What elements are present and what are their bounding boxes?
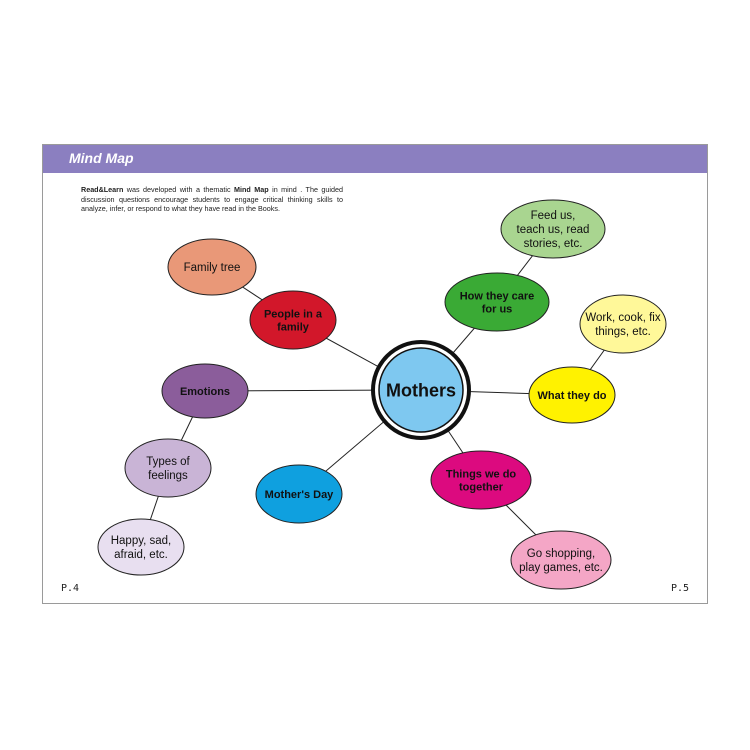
page-number-right: P.5 (670, 583, 689, 594)
node-mothers: Mothers (371, 340, 471, 440)
work-cook-label-0: Work, cook, fix (585, 312, 660, 324)
center-label-0: Mothers (386, 380, 456, 400)
how-they-care-label-0: How they care (460, 290, 535, 302)
node-happy-sad: Happy, sad, afraid, etc. (97, 518, 185, 576)
intro-highlight: Mind Map (234, 185, 269, 194)
go-shopping-bubble (510, 530, 612, 590)
things-we-do-bubble (430, 450, 532, 510)
emotions-label-0: Emotions (180, 386, 230, 398)
what-they-do-bubble (528, 366, 616, 424)
people-in-family-label-1: family (277, 321, 310, 333)
how-they-care-label-1: for us (482, 303, 513, 315)
feed-us-label-0: Feed us, (531, 210, 576, 222)
things-we-do-label-0: Things we do (446, 468, 517, 480)
node-go-shopping: Go shopping, play games, etc. (510, 530, 612, 590)
things-we-do-label-1: together (459, 481, 504, 493)
happy-sad-bubble (97, 518, 185, 576)
feed-us-bubble (500, 199, 606, 259)
how-they-care-bubble (444, 272, 550, 332)
happy-sad-label-0: Happy, sad, (111, 535, 172, 547)
work-cook-label-1: things, etc. (595, 326, 651, 338)
types-of-feelings-label-1: feelings (148, 470, 188, 482)
emotions-bubble (161, 363, 249, 419)
page-number-left: P.4 (61, 583, 80, 594)
node-work-cook: Work, cook, fix things, etc. (579, 294, 667, 354)
types-of-feelings-label-0: Types of (146, 456, 190, 468)
node-family-tree: Family tree (167, 238, 257, 296)
family-tree-label-0: Family tree (184, 262, 241, 274)
node-types-of-feelings: Types of feelings (124, 438, 212, 498)
family-tree-bubble (167, 238, 257, 296)
people-in-family-label-0: People in a (264, 308, 323, 320)
intro-text-1: was developed with a thematic (123, 185, 235, 194)
mothers-day-label-0: Mother's Day (265, 489, 335, 501)
center-circle (378, 347, 464, 433)
page-title: Mind Map (69, 150, 134, 166)
go-shopping-label-1: play games, etc. (519, 562, 603, 574)
happy-sad-label-1: afraid, etc. (114, 549, 168, 561)
mothers-day-bubble (255, 464, 343, 524)
intro-text-2: in mind . The guided discussion question… (81, 185, 343, 213)
feed-us-label-1: teach us, read (517, 224, 590, 236)
node-mothers-day: Mother's Day (255, 464, 343, 524)
work-cook-bubble (579, 294, 667, 354)
feed-us-label-2: stories, etc. (524, 238, 583, 250)
node-feed-us: Feed us, teach us, read stories, etc. (500, 199, 606, 259)
types-of-feelings-bubble (124, 438, 212, 498)
header-bar: Mind Map (43, 145, 707, 173)
intro-brand: Read&Learn (81, 185, 124, 194)
people-in-family-bubble (249, 290, 337, 350)
node-emotions: Emotions (161, 363, 249, 419)
what-they-do-label-0: What they do (537, 390, 606, 402)
node-what-they-do: What they do (528, 366, 616, 424)
intro-paragraph: Read&Learn was developed with a thematic… (81, 185, 343, 214)
go-shopping-label-0: Go shopping, (527, 548, 595, 560)
